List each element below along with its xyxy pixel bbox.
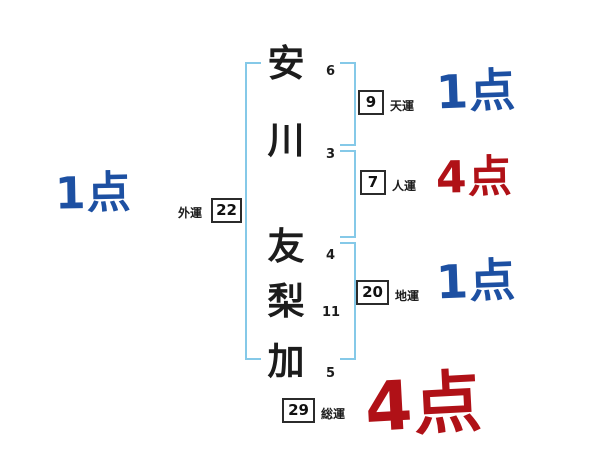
- stroke-count-3: 4: [326, 248, 336, 263]
- gaiun-label: 外運: [178, 206, 203, 220]
- jinun-value-box: 7: [360, 170, 386, 195]
- jinun-bracket: [340, 150, 356, 238]
- chiun-value-box: 20: [356, 280, 389, 305]
- stroke-count-2: 3: [326, 147, 336, 162]
- name-char-5: 加: [267, 340, 305, 383]
- chiun-label: 地運: [395, 289, 420, 303]
- gaiun-score: 1点: [54, 167, 133, 220]
- tenun-value-box: 9: [358, 90, 384, 115]
- name-char-3: 友: [267, 225, 305, 268]
- chiun-bracket: [340, 242, 356, 360]
- tenun-bracket: [340, 62, 356, 146]
- stroke-count-5: 5: [326, 366, 336, 381]
- souun-score: 4点: [362, 362, 485, 449]
- stroke-count-1: 6: [326, 64, 336, 79]
- name-char-1: 安: [267, 42, 305, 85]
- jinun-label: 人運: [392, 179, 417, 193]
- tenun-label: 天運: [390, 99, 415, 113]
- name-char-2: 川: [267, 119, 305, 162]
- souun-label: 総運: [321, 407, 346, 421]
- name-char-4: 梨: [267, 280, 305, 323]
- gaiun-bracket: [245, 62, 261, 360]
- jinun-score: 4点: [435, 151, 514, 204]
- souun-value-box: 29: [282, 398, 315, 423]
- gaiun-value-box: 22: [211, 198, 242, 223]
- stroke-count-4: 11: [322, 305, 341, 320]
- tenun-score: 1点: [435, 62, 517, 120]
- chiun-score: 1点: [435, 252, 517, 310]
